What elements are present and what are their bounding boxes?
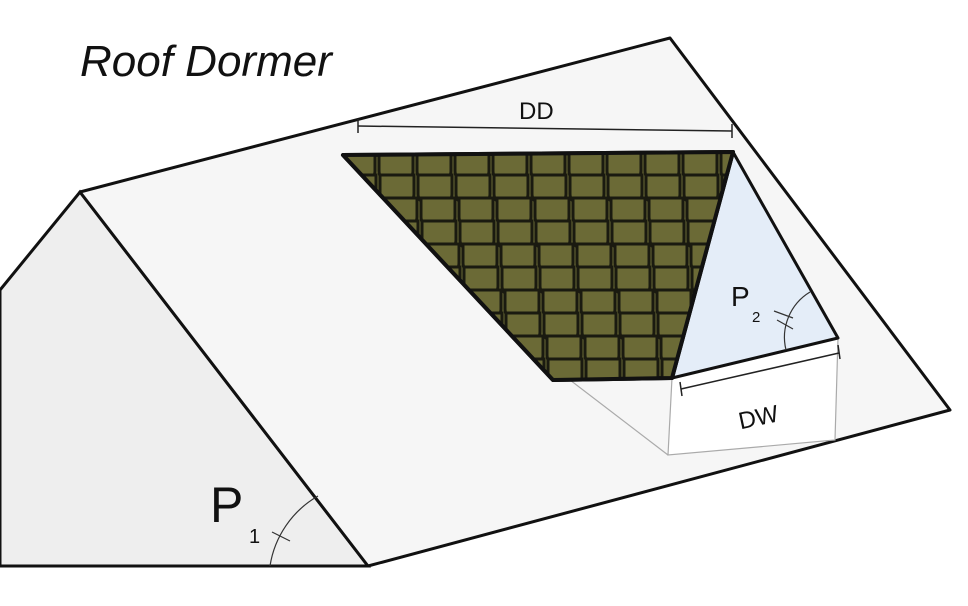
dw-dimension [679,344,841,397]
p2-angle-arc [773,291,811,351]
dd-label: DD [519,98,554,125]
dd-dimension [357,119,733,138]
dormer-base-line [569,379,669,456]
p1-label: P [210,477,243,533]
p1-subscript: 1 [249,526,260,548]
p2-subscript: 2 [752,309,760,326]
p2-label: P [731,281,750,312]
diagram-title: Roof Dormer [80,37,334,86]
p1-angle-arc [269,495,319,567]
